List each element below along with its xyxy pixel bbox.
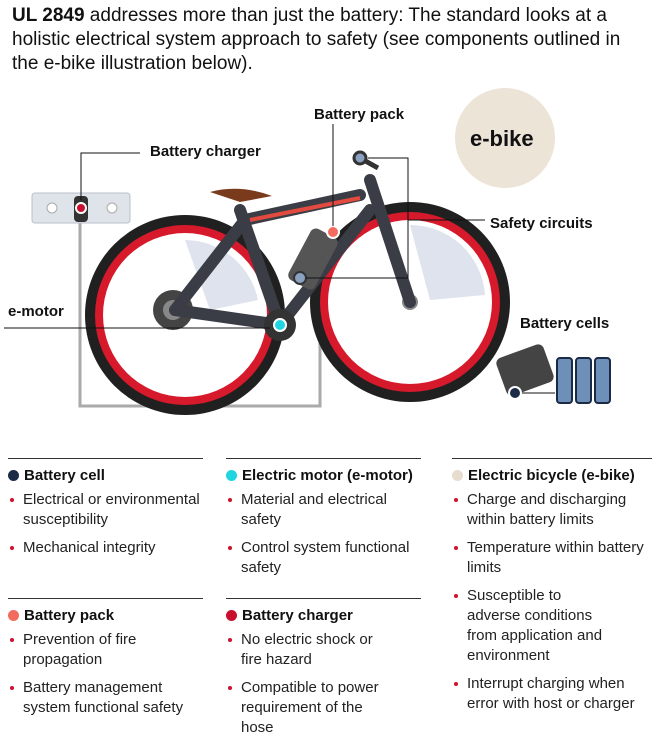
section-electric-motor: Electric motor (e-motor) Material and ele… (226, 458, 421, 586)
charger-dot-icon (226, 610, 237, 621)
label-safety-circuits: Safety circuits (490, 215, 593, 232)
list-item: Prevention of fire propagation (8, 630, 153, 670)
ebike-dot-icon (452, 470, 463, 481)
list-item: Susceptible to adverse conditions from a… (452, 586, 617, 666)
ebike-illustration (4, 88, 611, 415)
list-item: Temperature within battery limits (452, 538, 652, 578)
battery-pack-dot-icon (8, 610, 19, 621)
list-item: Material and electrical safety (226, 490, 421, 530)
standard-name: UL 2849 (12, 5, 85, 26)
section-title: Electric motor (e-motor) (242, 467, 413, 484)
list-item: Mechanical integrity (8, 538, 203, 558)
list-item: Control system functional safety (226, 538, 421, 578)
ebike-badge (455, 88, 555, 188)
label-e-motor: e-motor (8, 303, 64, 320)
label-battery-charger: Battery charger (150, 143, 261, 160)
section-title: Electric bicycle (e-bike) (468, 467, 635, 484)
label-battery-pack: Battery pack (314, 106, 405, 123)
section-battery-charger: Battery charger No electric shock or fire… (226, 598, 421, 744)
section-electric-bicycle: Electric bicycle (e-bike) Charge and disc… (452, 458, 652, 722)
section-title: Battery pack (24, 607, 115, 624)
list-item: Electrical or environmental susceptibili… (8, 490, 203, 530)
intro-text: UL 2849 addresses more than just the bat… (12, 4, 642, 76)
battery-cells-icon (556, 357, 611, 404)
battery-cell-dot-icon (8, 470, 19, 481)
list-item: Interrupt charging when error with host … (452, 674, 652, 714)
label-battery-cells: Battery cells (520, 315, 610, 332)
motor-dot-icon (226, 470, 237, 481)
intro-body: addresses more than just the battery: Th… (12, 5, 621, 74)
section-title: Battery charger (242, 607, 353, 624)
list-item: Compatible to power requirement of the h… (226, 678, 386, 738)
section-title: Battery cell (24, 467, 105, 484)
safety-circuit-marker (352, 150, 368, 166)
motor-marker (273, 318, 287, 332)
list-item: Charge and discharging within battery li… (452, 490, 652, 530)
list-item: No electric shock or fire hazard (226, 630, 376, 670)
label-ebike: e-bike (470, 126, 534, 151)
charger-marker (75, 202, 87, 214)
list-item: Battery management system functional saf… (8, 678, 203, 718)
